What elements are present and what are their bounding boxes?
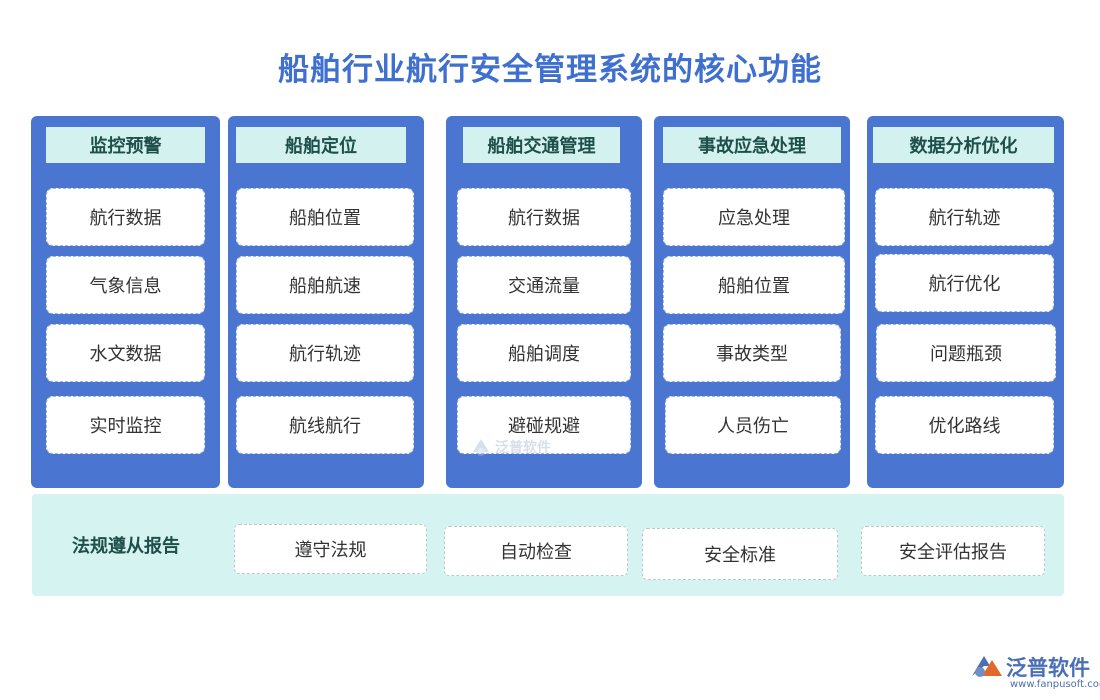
column-item: 航行轨迹 bbox=[236, 324, 414, 382]
column-item: 气象信息 bbox=[46, 256, 205, 314]
column-header: 船舶交通管理 bbox=[463, 127, 620, 163]
column-item: 船舶位置 bbox=[236, 188, 414, 246]
column-emergency: 事故应急处理 应急处理 船舶位置 事故类型 人员伤亡 bbox=[654, 116, 850, 488]
compliance-item: 遵守法规 bbox=[234, 524, 427, 574]
diagram-title: 船舶行业航行安全管理系统的核心功能 bbox=[278, 52, 822, 88]
column-header: 监控预警 bbox=[46, 127, 205, 163]
column-analysis: 数据分析优化 航行轨迹 航行优化 问题瓶颈 优化路线 bbox=[867, 116, 1064, 488]
column-item: 优化路线 bbox=[875, 396, 1054, 454]
column-item: 航行数据 bbox=[457, 188, 631, 246]
compliance-item: 自动检查 bbox=[444, 526, 628, 576]
column-item: 避碰规避 bbox=[457, 396, 631, 454]
compliance-panel: 法规遵从报告 遵守法规 自动检查 安全标准 安全评估报告 bbox=[32, 494, 1064, 596]
column-item: 航行优化 bbox=[875, 254, 1054, 312]
column-item: 事故类型 bbox=[663, 324, 841, 382]
logo-url: www.fanpusoft.com bbox=[1010, 679, 1100, 690]
column-header: 事故应急处理 bbox=[663, 127, 841, 163]
fanpu-logo-icon bbox=[972, 656, 1002, 677]
column-item: 实时监控 bbox=[46, 396, 205, 454]
column-item: 水文数据 bbox=[46, 324, 205, 382]
column-item: 航行数据 bbox=[46, 188, 205, 246]
compliance-item: 安全评估报告 bbox=[861, 526, 1045, 576]
column-positioning: 船舶定位 船舶位置 船舶航速 航行轨迹 航线航行 bbox=[228, 116, 424, 488]
watermark-text: 泛普软件 bbox=[495, 440, 551, 456]
compliance-label: 法规遵从报告 bbox=[72, 536, 180, 557]
column-item: 船舶位置 bbox=[663, 256, 845, 314]
column-item: 人员伤亡 bbox=[665, 396, 841, 454]
column-header: 数据分析优化 bbox=[873, 127, 1054, 163]
column-item: 问题瓶颈 bbox=[876, 324, 1056, 382]
watermark-logo-icon bbox=[473, 439, 489, 456]
column-traffic: 船舶交通管理 航行数据 交通流量 船舶调度 避碰规避 bbox=[446, 116, 642, 488]
compliance-item: 安全标准 bbox=[642, 528, 838, 580]
column-item: 船舶航速 bbox=[236, 256, 414, 314]
column-monitoring: 监控预警 航行数据 气象信息 水文数据 实时监控 bbox=[31, 116, 220, 488]
logo-text: 泛普软件 bbox=[1006, 656, 1090, 680]
column-item: 交通流量 bbox=[457, 256, 631, 314]
column-item: 应急处理 bbox=[663, 188, 845, 246]
brand-logo: 泛普软件 bbox=[966, 652, 1090, 682]
column-item: 航线航行 bbox=[236, 396, 414, 454]
column-item: 航行轨迹 bbox=[875, 188, 1054, 246]
watermark: 泛普软件 bbox=[470, 436, 551, 458]
column-item: 船舶调度 bbox=[457, 324, 631, 382]
column-header: 船舶定位 bbox=[236, 127, 406, 163]
